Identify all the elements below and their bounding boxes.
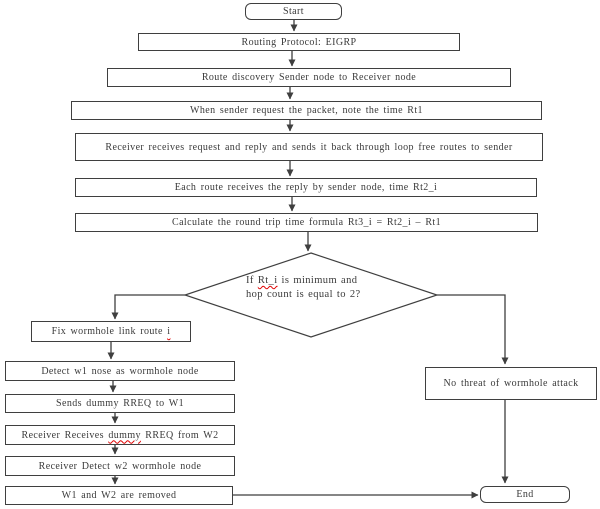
decision-line1: If Rt_i is minimum and — [246, 274, 416, 288]
decision-line1-flagged-word: Rt_i — [257, 275, 278, 286]
flow-node-receive-dummy: Receiver Receives dummy RREQ from W2 — [5, 425, 235, 445]
receive-dummy-prefix: Receiver Receives — [21, 429, 109, 441]
receive-dummy-suffix: RREQ from W2 — [140, 429, 219, 441]
flow-node-each-route: Each route receives the reply by sender … — [75, 178, 537, 197]
flow-node-detect-w2: Receiver Detect w2 wormhole node — [5, 456, 235, 476]
flow-node-calculate-rtt: Calculate the round trip time formula Rt… — [75, 213, 538, 232]
flow-node-removed: W1 and W2 are removed — [5, 486, 233, 505]
arrow-decision-no-branch — [437, 294, 509, 365]
decision-line1-suffix: is minimum and — [277, 275, 358, 286]
flow-node-no-threat: No threat of wormhole attack — [425, 367, 597, 400]
flow-node-send-dummy: Sends dummy RREQ to W1 — [5, 394, 235, 413]
receive-dummy-flagged-word: dummy — [108, 429, 141, 441]
fix-wormhole-prefix: Fix wormhole link route — [51, 326, 168, 337]
flow-node-end: End — [480, 486, 570, 503]
fix-wormhole-flagged-word: i — [167, 326, 171, 337]
flow-node-start: Start — [245, 3, 342, 20]
decision-line1-prefix: If — [246, 275, 258, 286]
arrow-decision-yes-branch — [111, 294, 185, 320]
decision-label: If Rt_i is minimum and hop count is equa… — [246, 274, 416, 302]
flow-node-receiver-reply: Receiver receives request and reply and … — [75, 133, 543, 161]
flow-node-detect-w1: Detect w1 nose as wormhole node — [5, 361, 235, 381]
flow-node-note-time: When sender request the packet, note the… — [71, 101, 542, 120]
flow-node-routing-protocol: Routing Protocol: EIGRP — [138, 33, 460, 51]
connector-lines — [107, 20, 509, 499]
flow-node-fix-wormhole: Fix wormhole link route i — [31, 321, 191, 342]
decision-diamond — [183, 252, 439, 338]
decision-line2: hop count is equal to 2? — [246, 289, 361, 300]
flow-node-route-discovery: Route discovery Sender node to Receiver … — [107, 68, 511, 87]
